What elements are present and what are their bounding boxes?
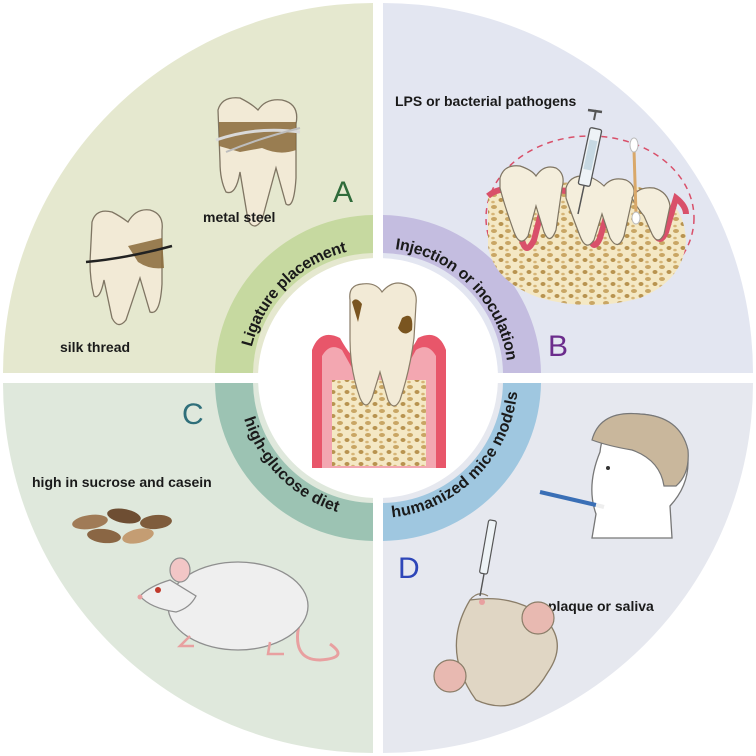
humanized-mouse-icon — [433, 519, 558, 707]
food-pellets-icon — [72, 508, 172, 544]
center-tooth-icon — [312, 282, 446, 468]
letter-d: D — [398, 552, 420, 585]
ring-segment-c — [215, 383, 373, 541]
syringe-icon — [577, 108, 603, 215]
mouse-icon — [137, 557, 340, 662]
human-head-icon — [539, 412, 689, 539]
label-pathogens: LPS or bacterial pathogens — [395, 93, 576, 109]
ring-segment-d — [383, 383, 541, 541]
ring-segment-b — [383, 215, 541, 373]
tooth-metal-icon — [215, 97, 301, 227]
label-diet: high in sucrose and casein — [32, 474, 212, 490]
letter-a: A — [333, 176, 353, 209]
swab-icon — [629, 137, 641, 225]
tooth-silk-icon — [85, 209, 173, 326]
ring-segment-a — [215, 215, 373, 373]
label-silk-thread: silk thread — [60, 339, 130, 355]
label-plaque: plaque or saliva — [548, 598, 654, 614]
letter-b: B — [548, 330, 568, 363]
letter-c: C — [182, 398, 204, 431]
label-metal-steel: metal steel — [203, 209, 275, 225]
